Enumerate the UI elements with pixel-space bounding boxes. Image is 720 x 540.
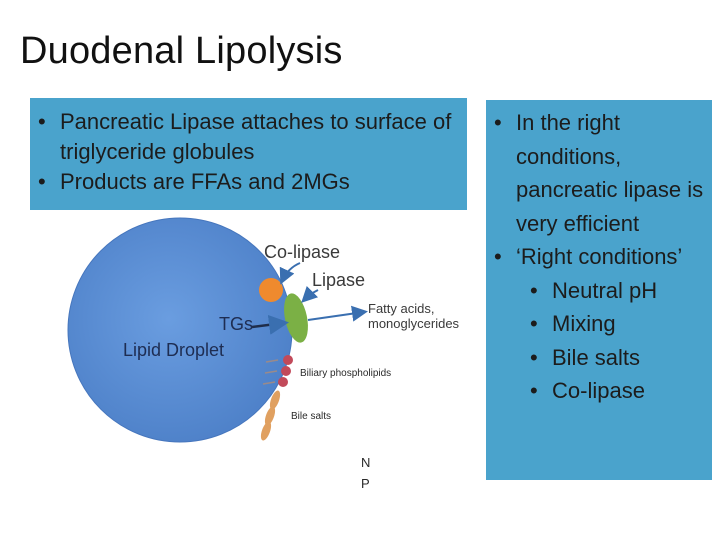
tgs-label: TGs [219, 314, 253, 334]
left-text-box: Pancreatic Lipase attaches to surface of… [30, 98, 467, 210]
lipid-droplet-label: Lipid Droplet [123, 340, 224, 360]
sub-bullet-item: Neutral pH [530, 274, 706, 308]
sub-bullet-item: Co-lipase [530, 374, 706, 408]
monoglycerides-label: monoglycerides [368, 316, 460, 331]
conditions-sub-list: Neutral pH Mixing Bile salts Co-lipase [516, 274, 706, 408]
colipase-arrow [279, 262, 301, 285]
colipase-shape [259, 278, 283, 302]
lipid-droplet [67, 217, 293, 443]
bile-salts-label: Bile salts [291, 411, 331, 422]
biliary-phospholipid-group [262, 355, 293, 387]
left-bullet-item: Pancreatic Lipase attaches to surface of… [38, 107, 459, 167]
lipase-label: Lipase [312, 270, 365, 290]
products-arrow [307, 305, 368, 322]
sub-bullet-item: Mixing [530, 307, 706, 341]
sub-bullet-item: Bile salts [530, 341, 706, 375]
lipase-shape [284, 293, 308, 343]
left-bullet-list: Pancreatic Lipase attaches to surface of… [30, 98, 467, 197]
right-bullet-item: In the right conditions, pancreatic lipa… [494, 106, 706, 240]
lipase-arrow [301, 285, 319, 303]
slide-title: Duodenal Lipolysis [20, 30, 343, 72]
right-bullet-item: ‘Right conditions’ Neutral pH Mixing Bil… [494, 240, 706, 408]
fatty-acids-label: Fatty acids, [368, 301, 434, 316]
right-bullet-list: In the right conditions, pancreatic lipa… [486, 100, 712, 408]
bile-salt-group [260, 390, 281, 441]
right-text-box: In the right conditions, pancreatic lipa… [486, 100, 712, 480]
cut-off-letter: N [361, 455, 370, 470]
colipase-label: Co-lipase [264, 242, 340, 262]
tgs-arrow [251, 314, 289, 335]
cut-off-letter: P [361, 476, 370, 491]
right-bullet-text: ‘Right conditions’ [516, 244, 683, 269]
left-bullet-item: Products are FFAs and 2MGs [38, 167, 459, 197]
biliary-phospholipids-label: Biliary phospholipids [300, 368, 391, 379]
